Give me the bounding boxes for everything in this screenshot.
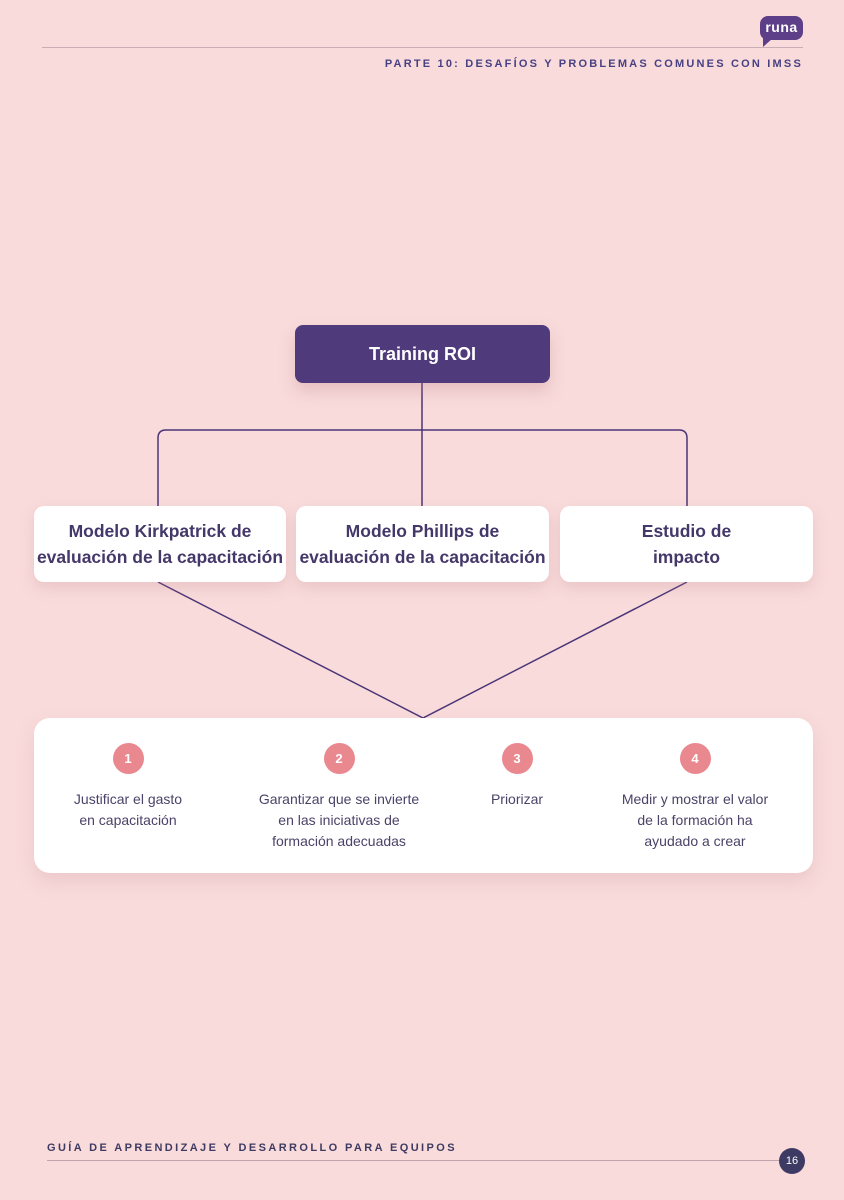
flowchart-branch-phillips: Modelo Phillips de evaluación de la capa… — [296, 506, 549, 582]
outcome-number-badge: 2 — [323, 743, 355, 774]
outcome-text: Priorizar — [490, 791, 544, 807]
outcome-item: 3 Priorizar — [437, 718, 597, 810]
outcome-item: 1 Justificar el gasto en capacitación — [38, 718, 218, 831]
outcome-text: Garantizar que se invierte en las inicia… — [258, 791, 420, 849]
outcome-number-badge: 3 — [501, 743, 533, 774]
flowchart-branch-estudio-impacto: Estudio de impacto — [560, 506, 813, 582]
flowchart-branch-label: Modelo Kirkpatrick de evaluación de la c… — [36, 521, 284, 567]
page-number-badge: 16 — [779, 1148, 805, 1174]
outcome-number-badge: 4 — [679, 743, 711, 774]
outcome-number-badge: 1 — [112, 743, 144, 774]
footer-title: GUÍA DE APRENDIZAJE Y DESARROLLO PARA EQ… — [47, 1142, 457, 1154]
header-divider — [42, 47, 803, 48]
flowchart-root-node: Training ROI — [295, 325, 550, 383]
flowchart-root-label: Training ROI — [368, 343, 476, 364]
footer-divider — [47, 1160, 779, 1161]
flowchart-branch-label: Estudio de impacto — [641, 521, 732, 567]
outcome-item: 2 Garantizar que se invierte en las inic… — [229, 718, 449, 852]
page-header-title: PARTE 10: DESAFÍOS Y PROBLEMAS COMUNES C… — [384, 58, 803, 70]
flowchart-branch-kirkpatrick: Modelo Kirkpatrick de evaluación de la c… — [34, 506, 286, 582]
runa-logo-text: runa — [765, 19, 798, 35]
flowchart-branch-label: Modelo Phillips de evaluación de la capa… — [299, 521, 546, 567]
outcome-text: Justificar el gasto en capacitación — [73, 791, 183, 828]
outcomes-panel: 1 Justificar el gasto en capacitación 2 … — [34, 718, 813, 873]
outcome-text: Medir y mostrar el valor de la formación… — [621, 791, 769, 849]
outcome-item: 4 Medir y mostrar el valor de la formaci… — [585, 718, 805, 852]
runa-logo: runa — [760, 16, 803, 47]
